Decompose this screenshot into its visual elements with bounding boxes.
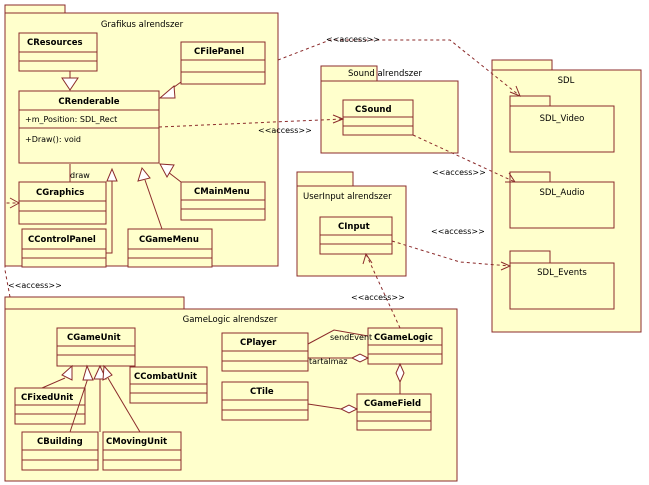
access-cinput-sdl-events: <<access>> bbox=[391, 227, 512, 271]
class-crenderable: CRenderable +m_Position: SDL_Rect +Draw(… bbox=[18, 90, 160, 164]
class-cmovingunit: CMovingUnit bbox=[102, 431, 182, 471]
class-cfixedunit: CFixedUnit bbox=[14, 387, 86, 425]
cgraphics-name: CGraphics bbox=[36, 188, 84, 198]
generalization-ccombatunit bbox=[102, 364, 141, 433]
cplayer-name: CPlayer bbox=[240, 338, 277, 348]
access-crenderable-sound: <<access>> bbox=[158, 114, 345, 135]
sdl-audio-label: SDL_Audio bbox=[539, 188, 584, 198]
generalization-cfixedunit bbox=[41, 364, 73, 389]
access-label-sdl-events: <<access>> bbox=[431, 227, 485, 236]
cfilepanel-name: CFilePanel bbox=[194, 47, 244, 57]
generalization-cgamemenu bbox=[137, 166, 163, 230]
class-ccombatunit: CCombatUnit bbox=[129, 366, 208, 404]
class-cgamelogic: CGameLogic bbox=[367, 327, 443, 365]
access-cgamelogic-cinput: <<access>> bbox=[351, 252, 405, 329]
cgamefield-name: CGameField bbox=[364, 399, 421, 409]
class-cmainmenu: CMainMenu bbox=[180, 181, 266, 221]
generalization-cmainmenu bbox=[159, 163, 182, 183]
class-cgameunit: CGameUnit bbox=[56, 327, 136, 367]
subpackage-sdl-video: SDL_Video bbox=[509, 95, 615, 153]
ccombatunit-name: CCombatUnit bbox=[134, 372, 197, 382]
generalization-ccontrolpanel bbox=[106, 167, 118, 254]
draw-label: draw bbox=[70, 171, 90, 180]
cfixedunit-name: CFixedUnit bbox=[21, 393, 73, 403]
cgameunit-name: CGameUnit bbox=[67, 333, 121, 343]
generalization-cresources bbox=[61, 71, 79, 91]
access-label-sdl-audio: <<access>> bbox=[432, 168, 486, 177]
access-label-cinput: <<access>> bbox=[351, 293, 405, 302]
access-grafikus-sdl-video: <<access>> bbox=[277, 35, 521, 97]
class-cinput: CInput bbox=[319, 216, 393, 255]
access-gamelogic-cgraphics: <<access>> bbox=[4, 197, 62, 298]
ccontrolpanel-name: CControlPanel bbox=[28, 235, 96, 245]
class-cfilepanel: CFilePanel bbox=[180, 41, 266, 85]
access-label-sdl-video: <<access>> bbox=[326, 35, 380, 44]
cgamelogic-name: CGameLogic bbox=[374, 333, 433, 343]
access-csound-sdl-audio: <<access>> bbox=[412, 134, 516, 183]
cgamemenu-name: CGameMenu bbox=[139, 235, 199, 245]
cinput-name: CInput bbox=[338, 222, 370, 232]
cbuilding-name: CBuilding bbox=[37, 437, 83, 447]
csound-name: CSound bbox=[355, 105, 392, 115]
class-cresources: CResources bbox=[18, 32, 98, 72]
class-cgraphics: CGraphics bbox=[18, 181, 107, 225]
class-ctile: CTile bbox=[221, 381, 309, 421]
class-cgamemenu: CGameMenu bbox=[127, 228, 213, 268]
crenderable-name: CRenderable bbox=[58, 97, 119, 107]
sdl-events-label: SDL_Events bbox=[537, 268, 587, 278]
package-userinput-label: UserInput alrendszer bbox=[303, 192, 392, 202]
package-gamelogic-label: GameLogic alrendszer bbox=[183, 315, 278, 325]
access-label-sound: <<access>> bbox=[258, 126, 312, 135]
generalization-cfilepanel bbox=[158, 81, 182, 99]
package-sound-label: Sound alrendszer bbox=[348, 69, 422, 79]
composition-cgamelogic-cgamefield bbox=[395, 362, 405, 394]
subpackage-sdl-audio: SDL_Audio bbox=[509, 171, 615, 229]
generalization-cbuilding bbox=[69, 364, 94, 433]
access-label-cgraphics: <<access>> bbox=[8, 281, 62, 290]
subpackage-sdl-events: SDL_Events bbox=[509, 250, 615, 310]
association-sendevent: sendEvent bbox=[307, 329, 372, 345]
composition-tartalmaz: tartalmaz bbox=[308, 353, 370, 366]
package-sdl-label: SDL bbox=[558, 76, 575, 86]
sdl-video-label: SDL_Video bbox=[540, 114, 585, 124]
crenderable-attribute: +m_Position: SDL_Rect bbox=[25, 115, 117, 124]
class-ccontrolpanel: CControlPanel bbox=[21, 228, 107, 268]
class-cbuilding: CBuilding bbox=[21, 431, 99, 471]
ctile-name: CTile bbox=[250, 387, 274, 397]
class-cgamefield: CGameField bbox=[356, 393, 432, 431]
crenderable-operation: +Draw(): void bbox=[25, 135, 81, 144]
package-grafikus-label: Grafikus alrendszer bbox=[101, 20, 184, 30]
class-csound: CSound bbox=[342, 99, 414, 136]
sendevent-label: sendEvent bbox=[330, 333, 372, 342]
class-cplayer: CPlayer bbox=[221, 332, 309, 372]
composition-ctile-cgamefield bbox=[307, 403, 359, 414]
cmainmenu-name: CMainMenu bbox=[194, 187, 250, 197]
cmovingunit-name: CMovingUnit bbox=[106, 437, 167, 447]
cresources-name: CResources bbox=[27, 38, 83, 48]
tartalmaz-label: tartalmaz bbox=[309, 357, 347, 366]
